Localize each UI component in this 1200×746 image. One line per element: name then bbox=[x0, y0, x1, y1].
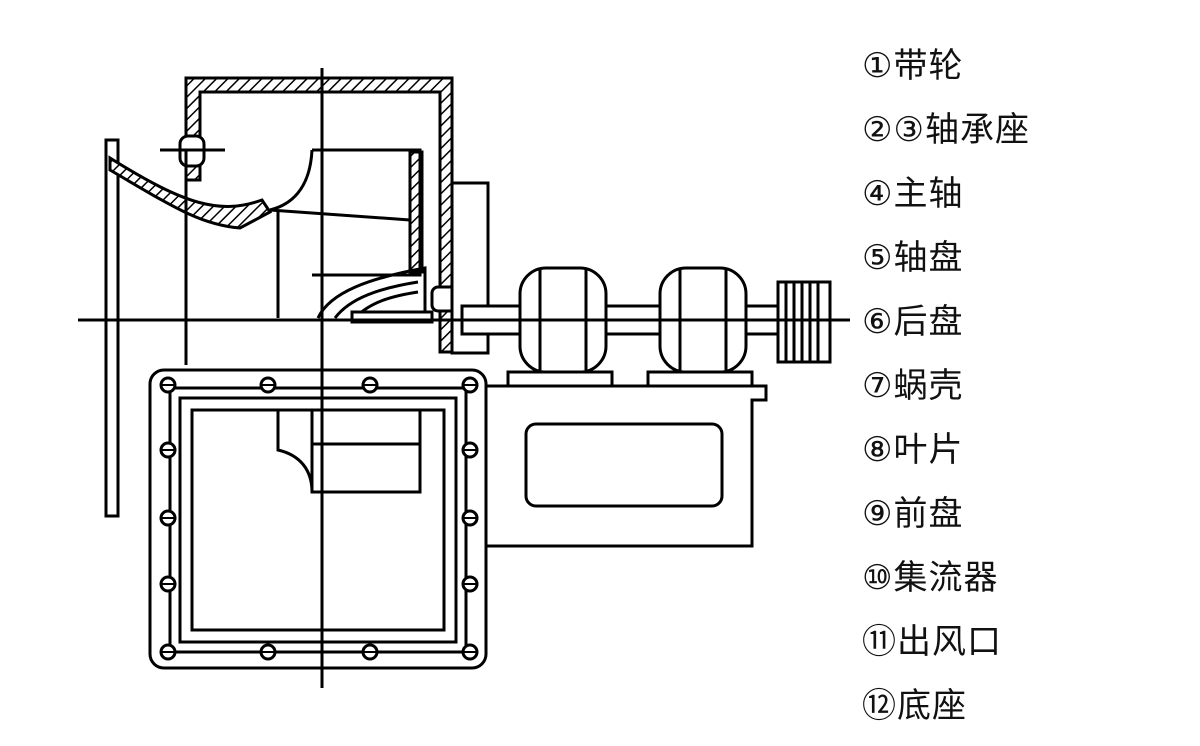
base-frame bbox=[486, 384, 768, 548]
belt-pulley bbox=[776, 280, 832, 364]
legend-item-shaft-disc: ⑤轴盘 bbox=[862, 237, 964, 278]
rear-disc-hub bbox=[316, 266, 427, 319]
legend-item-rear-disc: ⑥后盘 bbox=[862, 301, 964, 342]
impeller-front-disc bbox=[312, 148, 422, 277]
legend-item-blade: ⑧叶片 bbox=[862, 429, 964, 470]
legend-item-collector: ⑩集流器 bbox=[862, 557, 999, 598]
legend-item-outlet: ⑪出风口 bbox=[862, 621, 1002, 662]
outlet-flange-outer bbox=[148, 368, 488, 670]
legend-item-pulley: ①带轮 bbox=[862, 45, 964, 86]
volute-casing bbox=[184, 76, 454, 354]
legend-item-bearing-seats: ②③轴承座 bbox=[862, 109, 1030, 150]
bearing-seat-left bbox=[506, 266, 614, 388]
legend-item-main-shaft: ④主轴 bbox=[862, 173, 964, 214]
component-legend: ①带轮 ②③轴承座 ④主轴 ⑤轴盘 ⑥后盘 ⑦蜗壳 ⑧叶片 ⑨前盘 ⑩集流器 ⑪… bbox=[862, 30, 1192, 734]
legend-item-volute: ⑦蜗壳 bbox=[862, 365, 964, 406]
bearing-seat-right bbox=[646, 266, 754, 388]
base-window bbox=[524, 422, 724, 508]
impeller-blade-curve bbox=[269, 149, 314, 212]
legend-item-front-disc: ⑨前盘 bbox=[862, 493, 964, 534]
left-inlet-plate bbox=[104, 138, 120, 518]
inlet-collector bbox=[108, 155, 273, 230]
legend-item-base: ⑫底座 bbox=[862, 685, 967, 726]
